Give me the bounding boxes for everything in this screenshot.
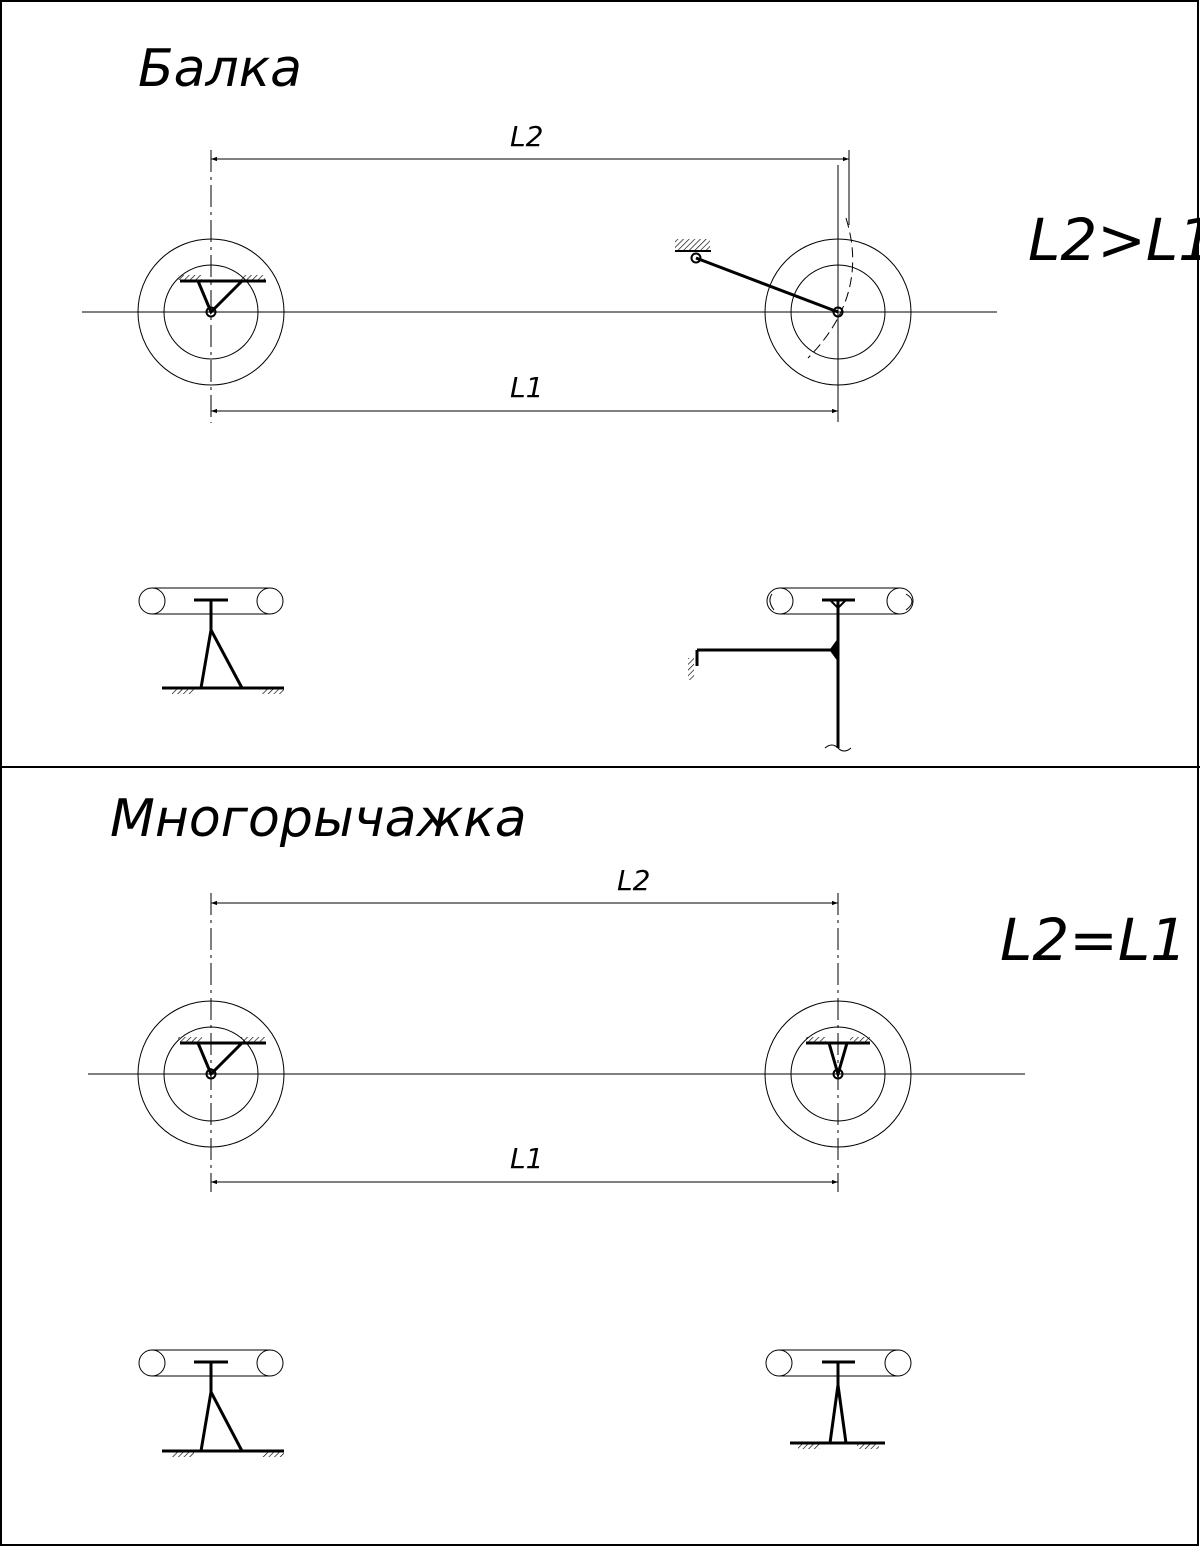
pivot-icon xyxy=(205,306,217,318)
dimension-l1: L1 xyxy=(211,371,838,414)
suspension-arm xyxy=(196,1041,244,1077)
dimension-l2: L2 xyxy=(211,120,850,225)
front-view-right xyxy=(765,1349,912,1449)
pivot-icon xyxy=(832,306,844,318)
pivot-icon xyxy=(832,1068,844,1080)
front-view-right xyxy=(688,587,914,752)
wheel-right xyxy=(675,165,912,422)
section-title: Многорычажка xyxy=(110,789,527,849)
dimension-label: L1 xyxy=(510,371,543,404)
pivot-icon xyxy=(205,1068,217,1080)
front-view-left xyxy=(138,1349,284,1457)
wheel-right xyxy=(764,893,912,1192)
trailing-beam xyxy=(695,256,839,314)
front-view-left xyxy=(138,587,284,694)
dimension-label: L2 xyxy=(510,120,543,153)
relation-label: L2=L1 xyxy=(1000,906,1187,974)
dimension-label: L2 xyxy=(617,864,650,897)
suspension-arm xyxy=(196,279,244,315)
section-title: Балка xyxy=(138,39,302,99)
dimension-label: L1 xyxy=(510,1142,543,1175)
dimension-l1: L1 xyxy=(211,1142,838,1185)
dimension-l2: L2 xyxy=(211,864,838,906)
relation-label: L2>L1 xyxy=(1028,206,1200,274)
suspension-arm xyxy=(827,1042,849,1080)
swing-arc xyxy=(807,217,854,359)
section-beam: Балка L2>L1 xyxy=(82,39,1200,752)
section-multilink: Многорычажка L2=L1 L2 xyxy=(88,789,1187,1457)
ground-hatch xyxy=(675,239,710,250)
wheel-left xyxy=(137,893,285,1192)
wheel-left xyxy=(137,150,285,423)
pivot-icon xyxy=(690,252,702,264)
